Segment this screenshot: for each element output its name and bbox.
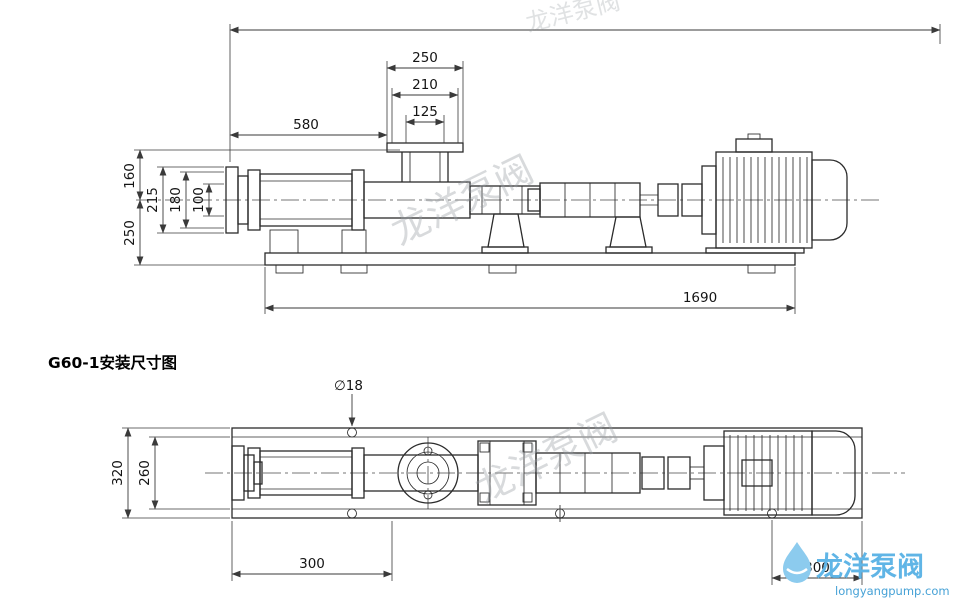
motor-terminal-box: [735, 138, 773, 153]
dim-label-hole-dia: ∅18: [334, 378, 363, 394]
anchor-hole-bottom-left: [347, 508, 357, 519]
anchor-hole-bottom-right: [767, 508, 777, 519]
lantern-bracket-plan: [477, 440, 537, 506]
dim-left-span-300: 300: [231, 521, 393, 581]
suction-flange-plan: [231, 445, 263, 501]
motor-fins: [722, 157, 808, 243]
motor-plan: [703, 430, 856, 516]
anchor-holes: [347, 427, 777, 522]
dim-center-to-base-250: 250: [122, 199, 270, 266]
water-drop-icon: [783, 542, 811, 583]
dim-rail-width-260: 260: [137, 436, 230, 510]
bearing-housing-plan: [535, 452, 641, 494]
plan-view: ∅18 320 260 300 300: [110, 378, 905, 585]
casing-support-legs: [269, 229, 367, 254]
dim-inlet-bore-100: 100: [191, 183, 224, 217]
dim-label-260: 260: [137, 460, 153, 486]
watermark-bottom: 龙洋泵阀: [468, 405, 624, 511]
motor: [701, 133, 848, 254]
dim-label-320: 320: [110, 460, 126, 486]
pump-casing-plan: [247, 447, 365, 499]
dim-base-width-320: 320: [110, 427, 230, 519]
motor-fan-cover-plan: [811, 430, 856, 516]
dim-hole-callout: ∅18: [334, 378, 363, 427]
watermark-top: 龙洋泵阀: [523, 0, 623, 37]
dim-center-to-port-160: 160: [122, 149, 400, 201]
dim-label-215: 215: [145, 187, 161, 213]
dim-label-300-left: 300: [299, 556, 325, 572]
dim-port-flange-250: 250: [386, 50, 464, 143]
dim-label-160: 160: [122, 163, 138, 189]
lantern-bracket: [469, 185, 541, 254]
flange-bolt-hole-top: [423, 446, 433, 456]
dim-port-bore-125: 125: [405, 104, 445, 143]
dim-label-180: 180: [168, 187, 184, 213]
logo-brand-text: 龙洋泵阀: [816, 551, 924, 583]
coupling-plan: [641, 456, 705, 490]
site-logo: 龙洋泵阀 longyangpump.com: [783, 542, 950, 598]
dim-label-1690: 1690: [683, 290, 717, 306]
dim-label-100: 100: [191, 187, 207, 213]
dim-inlet-to-port-580: 580: [229, 117, 388, 139]
dim-label-210: 210: [412, 77, 438, 93]
dim-label-250: 250: [412, 50, 438, 66]
motor-fan-cover: [811, 159, 848, 241]
dim-right-span-300: 300: [771, 520, 863, 585]
dim-overall-top: [229, 24, 941, 162]
bearing-housing: [527, 182, 653, 254]
dim-port-bolt-circle-210: 210: [391, 77, 459, 143]
flange-bolt-hole-bottom: [423, 490, 433, 500]
dim-inlet-flange-215: 215: [145, 166, 224, 234]
dim-label-250v: 250: [122, 220, 138, 246]
discharge-flange-plan: [397, 442, 459, 504]
motor-feet: [705, 247, 805, 254]
dim-label-125: 125: [412, 104, 438, 120]
logo-url-text: longyangpump.com: [835, 584, 950, 598]
dim-inlet-bolt-circle-180: 180: [168, 171, 224, 229]
drawing-title: G60-1安装尺寸图: [48, 353, 177, 372]
anchor-hole-top-left: [347, 427, 357, 438]
side-view: 250 210 125 580 160 215: [122, 24, 941, 314]
discharge-flange: [386, 142, 464, 182]
baseplate-side: [264, 252, 796, 274]
dim-base-length-1690: 1690: [264, 267, 796, 314]
dim-label-580: 580: [293, 117, 319, 133]
motor-terminal-box-plan: [741, 459, 773, 487]
